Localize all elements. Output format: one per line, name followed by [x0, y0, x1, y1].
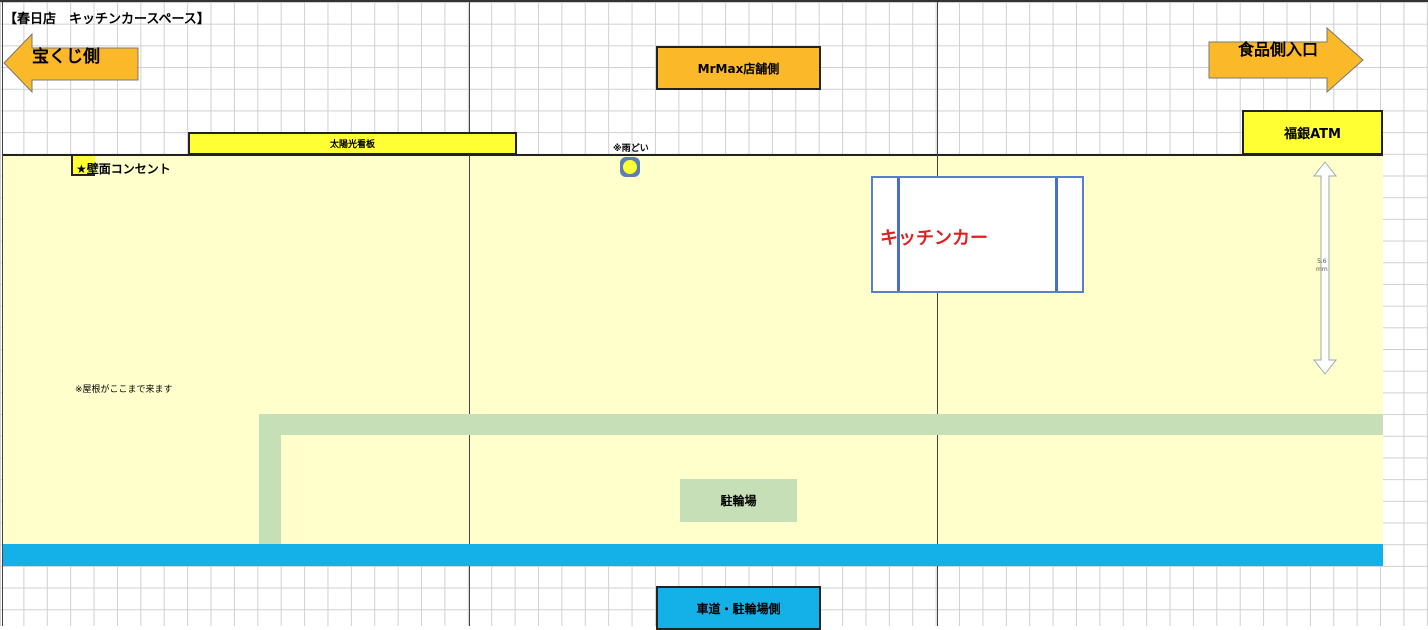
outlet-label: ★壁面コンセント [76, 162, 171, 176]
divider [937, 2, 938, 626]
page-title: 【春日店 キッチンカースペース】 [4, 12, 210, 27]
divider [469, 2, 470, 626]
kitchen-car-label: キッチンカー [880, 228, 988, 249]
road-strip [3, 544, 1383, 566]
dimension-arrow [1312, 161, 1338, 375]
right-arrow-label: 食品側入口 [1238, 40, 1319, 59]
left-arrow-label: 宝くじ側 [32, 47, 100, 67]
mrmax-side-label: MrMax店舗側 [656, 46, 821, 90]
road-side-label: 車道・駐輪場側 [656, 586, 821, 630]
green-path-vertical [259, 414, 281, 544]
gutter-label: ※雨どい [613, 144, 649, 154]
left-arrow [3, 32, 139, 94]
green-path-horizontal [259, 414, 1383, 435]
roof-note: ※屋根がここまで来ます [75, 385, 173, 395]
bike-parking: 駐輪場 [680, 479, 797, 522]
kitchen-car [871, 176, 1084, 293]
right-arrow [1208, 26, 1364, 94]
atm-label: 福銀ATM [1242, 110, 1383, 155]
solar-sign: 太陽光看板 [188, 132, 517, 155]
gutter-marker [620, 157, 640, 177]
outlet-marker [71, 156, 95, 176]
